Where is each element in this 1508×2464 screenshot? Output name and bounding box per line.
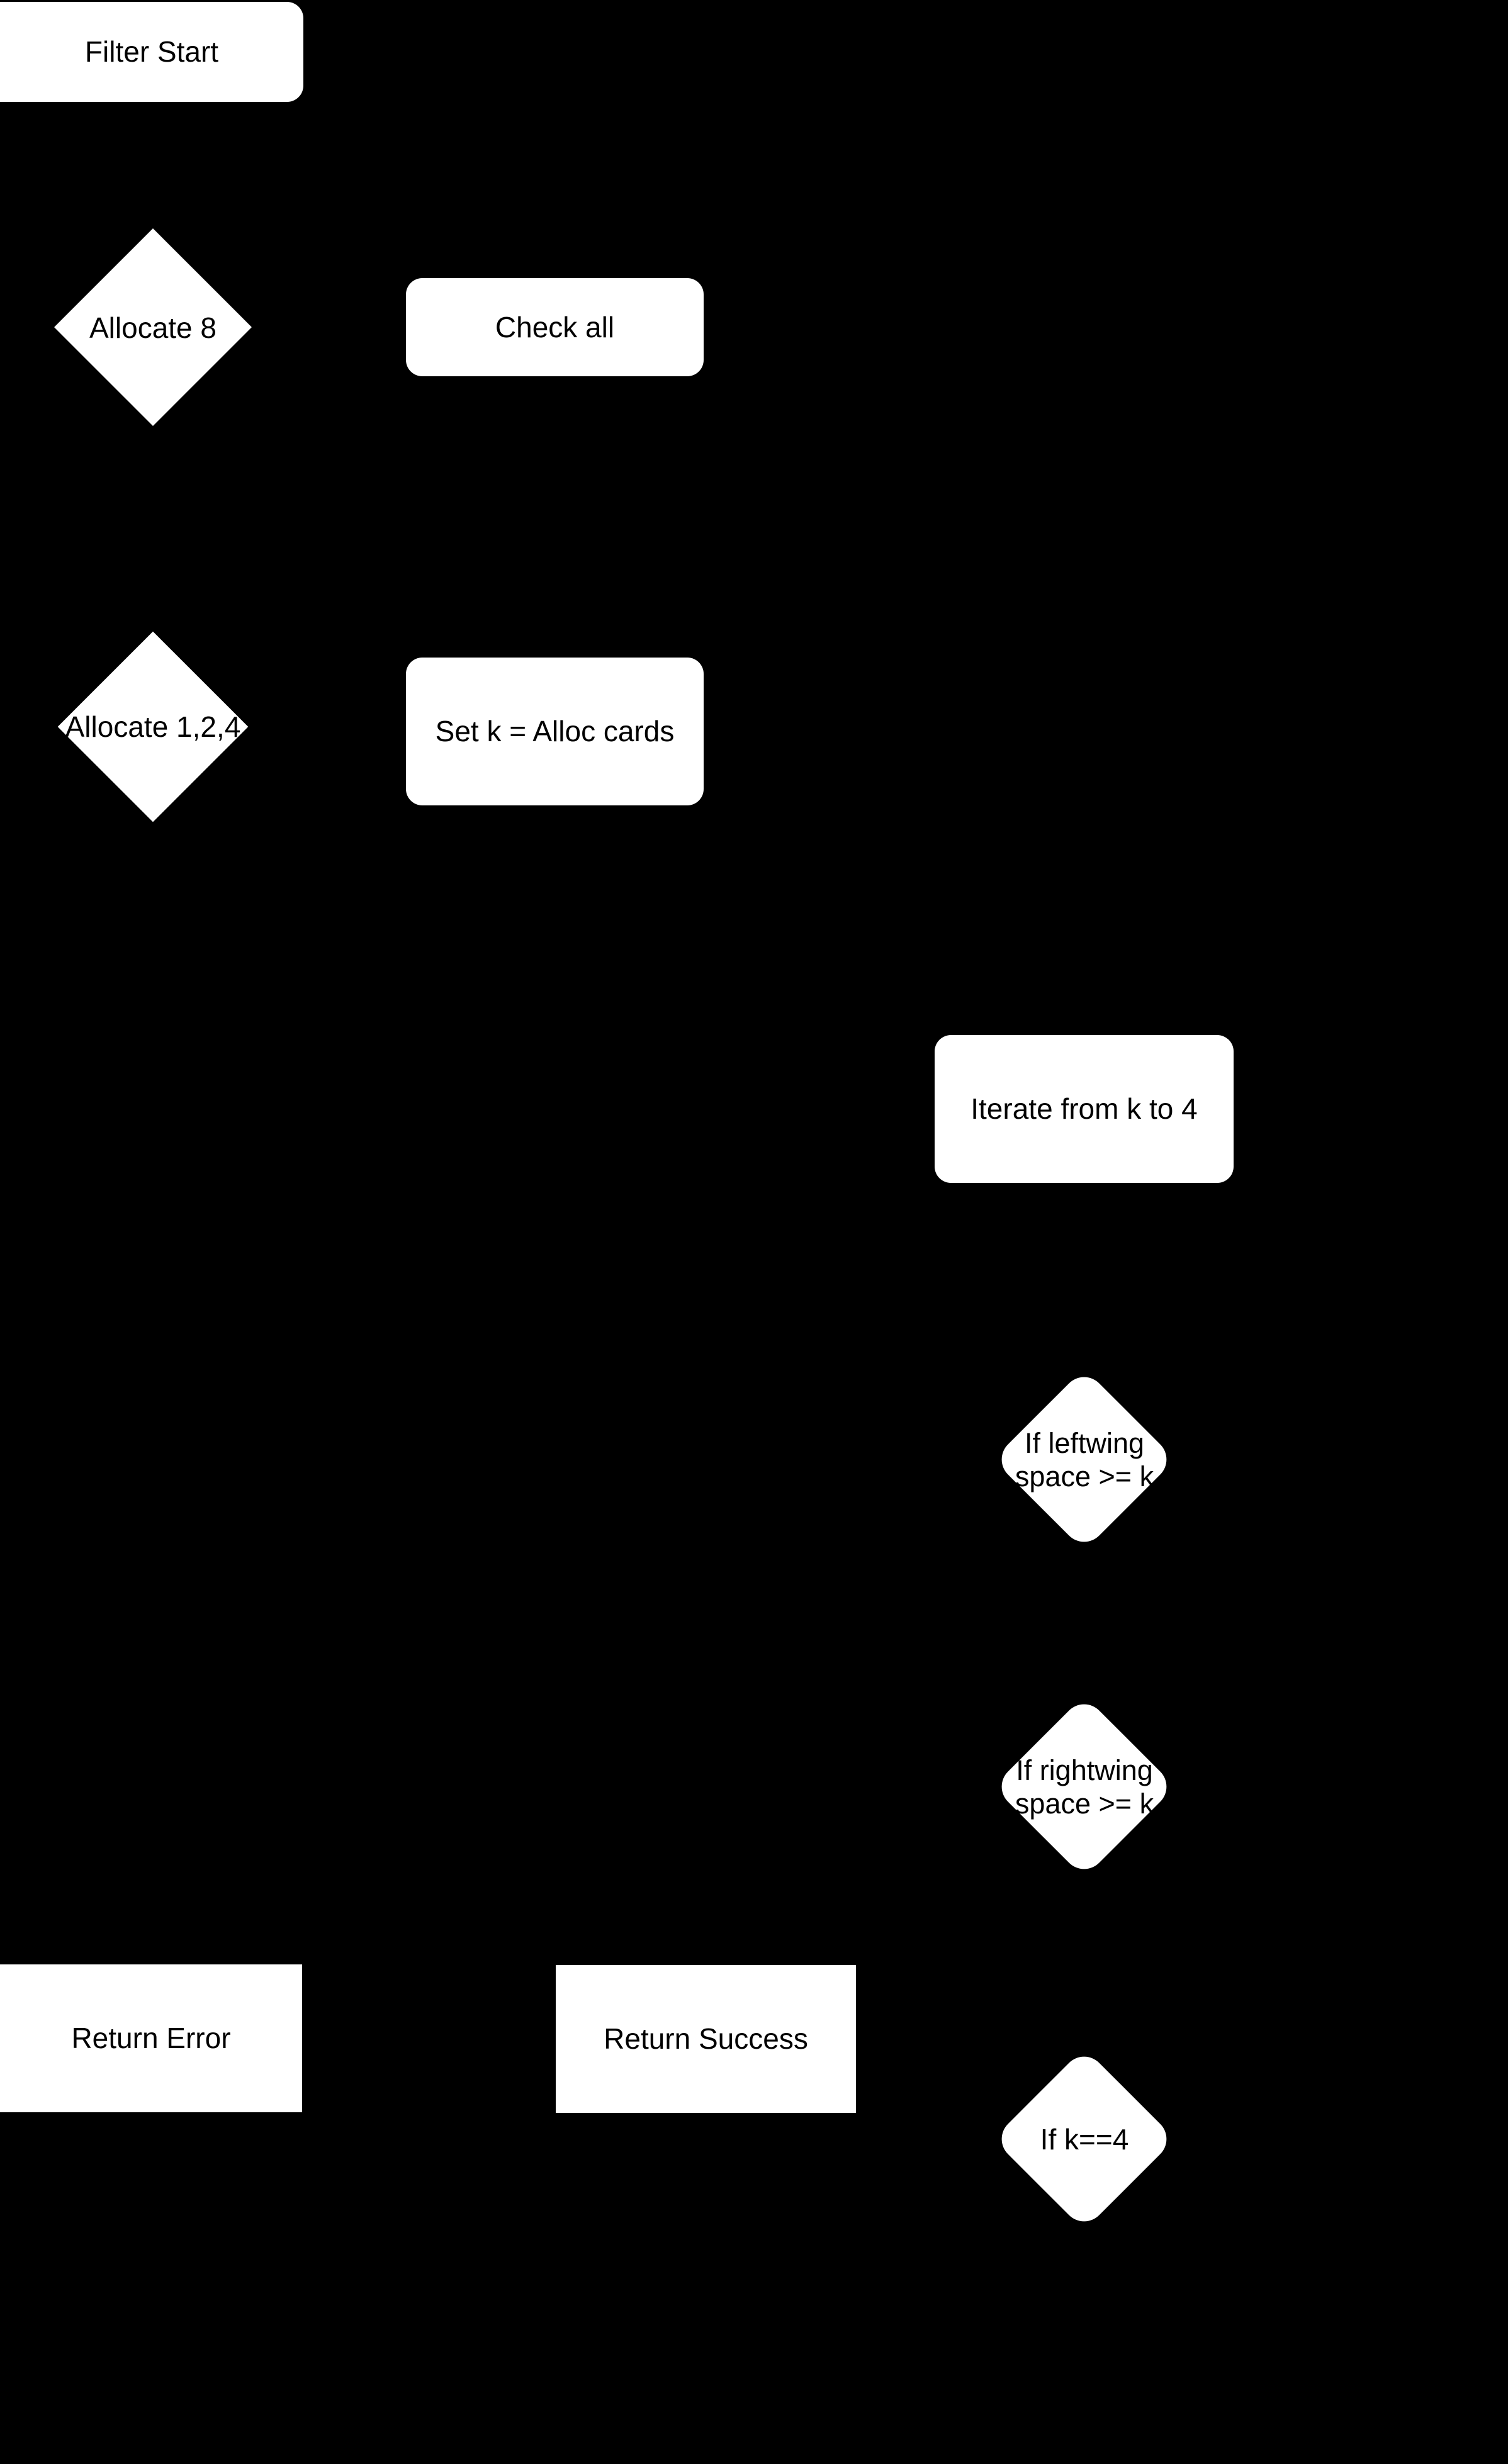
node-return-error[interactable]: Return Error: [0, 1964, 302, 2112]
node-return-success-label: Return Success: [604, 2022, 808, 2056]
node-allocate-124[interactable]: Allocate 1,2,4: [31, 631, 275, 822]
node-if-k-equals-4[interactable]: If k==4: [993, 2047, 1176, 2231]
diamond-if-rightwing-shape: [993, 1695, 1176, 1878]
node-if-leftwing[interactable]: If leftwing space >= k: [993, 1368, 1176, 1551]
node-filter-start[interactable]: Filter Start: [0, 2, 303, 102]
diamond-if-k-equals-4-shape: [993, 2047, 1176, 2231]
node-iterate[interactable]: Iterate from k to 4: [935, 1035, 1234, 1183]
node-check-all-label: Check all: [495, 310, 615, 344]
node-check-all[interactable]: Check all: [406, 278, 704, 376]
node-return-error-label: Return Error: [71, 2022, 231, 2055]
diamond-allocate-124-shape: [57, 631, 249, 822]
diamond-if-leftwing-shape: [993, 1368, 1176, 1551]
node-set-k[interactable]: Set k = Alloc cards: [406, 658, 704, 805]
node-allocate-8[interactable]: Allocate 8: [31, 228, 275, 427]
node-return-success[interactable]: Return Success: [556, 1965, 856, 2113]
node-if-rightwing[interactable]: If rightwing space >= k: [993, 1695, 1176, 1878]
node-set-k-label: Set k = Alloc cards: [435, 715, 675, 748]
node-filter-start-label: Filter Start: [84, 35, 219, 69]
node-iterate-label: Iterate from k to 4: [971, 1092, 1198, 1126]
diamond-allocate-8-shape: [54, 228, 252, 426]
